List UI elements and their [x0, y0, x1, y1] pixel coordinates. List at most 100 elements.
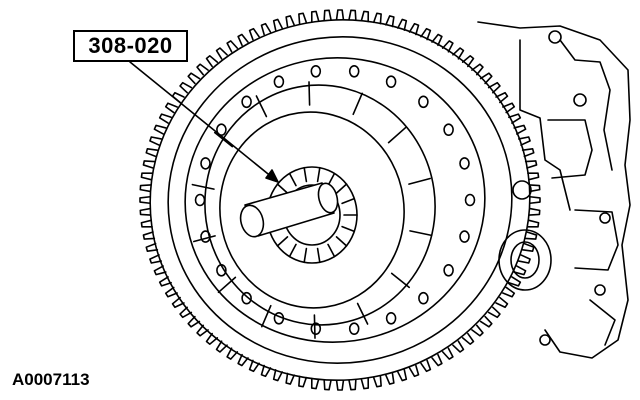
- gear-tooth: [196, 63, 209, 76]
- diaphragm-spring-finger: [335, 236, 348, 247]
- diaphragm-spring-finger: [288, 243, 297, 258]
- gear-tooth: [471, 324, 484, 337]
- gear-tooth: [142, 231, 156, 240]
- gear-tooth: [360, 10, 370, 23]
- diaphragm-spring-finger: [316, 247, 321, 264]
- gear-tooth: [495, 296, 509, 309]
- gear-tooth: [397, 369, 408, 382]
- gear-tooth: [205, 332, 219, 345]
- gear-tooth: [196, 324, 209, 337]
- bolt-hole: [464, 193, 476, 207]
- ring-gear-teeth: [139, 9, 541, 391]
- gear-tooth: [479, 315, 493, 328]
- diaphragm-spring-finger: [341, 225, 356, 233]
- clutch-finger: [214, 131, 234, 148]
- gear-tooth: [527, 172, 540, 181]
- clutch-finger: [390, 272, 411, 289]
- clutch-finger: [193, 235, 216, 243]
- gear-tooth: [471, 63, 484, 76]
- gear-tooth: [487, 81, 501, 94]
- bolt-hole: [200, 157, 211, 170]
- gear-tooth: [298, 375, 308, 388]
- callout-leader-line: [129, 61, 279, 183]
- bolt-hole: [348, 322, 360, 336]
- bolt-hole: [348, 65, 360, 78]
- gear-tooth: [408, 22, 420, 36]
- gear-tooth: [420, 359, 432, 373]
- gear-tooth: [508, 276, 522, 287]
- diaphragm-spring-finger: [327, 243, 336, 258]
- gear-tooth: [142, 160, 156, 169]
- gear-tooth: [187, 72, 201, 85]
- bolt-hole: [385, 75, 397, 88]
- gear-tooth: [372, 375, 382, 388]
- bolt-hole: [241, 95, 252, 109]
- gear-tooth: [452, 47, 465, 60]
- gear-tooth: [524, 160, 538, 169]
- gear-tooth: [360, 377, 370, 390]
- diaphragm-spring-finger: [276, 236, 289, 247]
- gear-tooth: [171, 296, 185, 309]
- gear-tooth: [226, 347, 239, 360]
- gear-tooth: [226, 40, 239, 53]
- gear-tooth: [502, 102, 516, 114]
- clutch-alignment-tool-drawing: [239, 182, 339, 238]
- gear-tooth: [260, 364, 272, 378]
- diaphragm-spring-finger: [303, 247, 308, 264]
- clutch-finger: [191, 183, 215, 190]
- gear-tooth: [502, 286, 516, 298]
- gear-tooth: [517, 254, 531, 264]
- bolt-hole: [310, 65, 322, 78]
- gear-tooth: [348, 9, 357, 21]
- tool-number-label: 308-020: [88, 33, 173, 58]
- gear-tooth: [335, 379, 345, 391]
- gear-tooth: [298, 12, 308, 25]
- gear-tooth: [323, 9, 332, 21]
- gear-tooth: [139, 207, 152, 216]
- gear-tooth: [248, 359, 260, 373]
- clutch-finger: [313, 314, 316, 339]
- clutch-finger: [408, 177, 432, 185]
- gear-tooth: [385, 15, 395, 28]
- gear-tooth: [385, 372, 395, 385]
- gear-tooth: [164, 102, 178, 114]
- bolt-hole: [418, 95, 429, 109]
- diaphragm-spring-finger: [316, 166, 321, 183]
- gear-tooth: [158, 276, 172, 287]
- gear-tooth: [513, 265, 527, 276]
- gear-tooth: [528, 207, 541, 216]
- gear-tooth: [272, 369, 283, 382]
- bolt-hole: [443, 263, 454, 277]
- gear-tooth: [461, 332, 475, 345]
- gear-tooth: [153, 265, 167, 276]
- bolt-hole: [273, 75, 285, 88]
- gear-tooth: [310, 10, 320, 23]
- gear-tooth: [461, 55, 475, 68]
- figure-identifier: A0007113: [12, 370, 90, 389]
- clutch-finger: [356, 302, 369, 325]
- gear-tooth: [487, 306, 501, 319]
- gear-tooth: [149, 136, 163, 146]
- flywheel-drawing: [149, 19, 531, 381]
- gear-tooth: [237, 33, 249, 47]
- gear-tooth: [149, 254, 163, 264]
- gear-tooth: [164, 286, 178, 298]
- gear-tooth: [441, 347, 454, 360]
- gear-tooth: [139, 195, 151, 205]
- gear-tooth: [260, 22, 272, 36]
- gear-tooth: [285, 15, 295, 28]
- gear-tooth: [310, 377, 320, 390]
- bolt-hole: [385, 311, 397, 325]
- clutch-finger: [217, 276, 237, 294]
- gear-tooth: [153, 124, 167, 135]
- gear-tooth: [513, 124, 527, 135]
- gear-tooth: [372, 12, 382, 25]
- gear-tooth: [431, 33, 443, 47]
- gear-tooth: [408, 364, 420, 378]
- gear-tooth: [237, 353, 249, 367]
- gear-tooth: [215, 47, 228, 60]
- gear-tooth: [452, 340, 465, 353]
- gear-tooth: [215, 340, 228, 353]
- bolt-hole: [459, 157, 470, 170]
